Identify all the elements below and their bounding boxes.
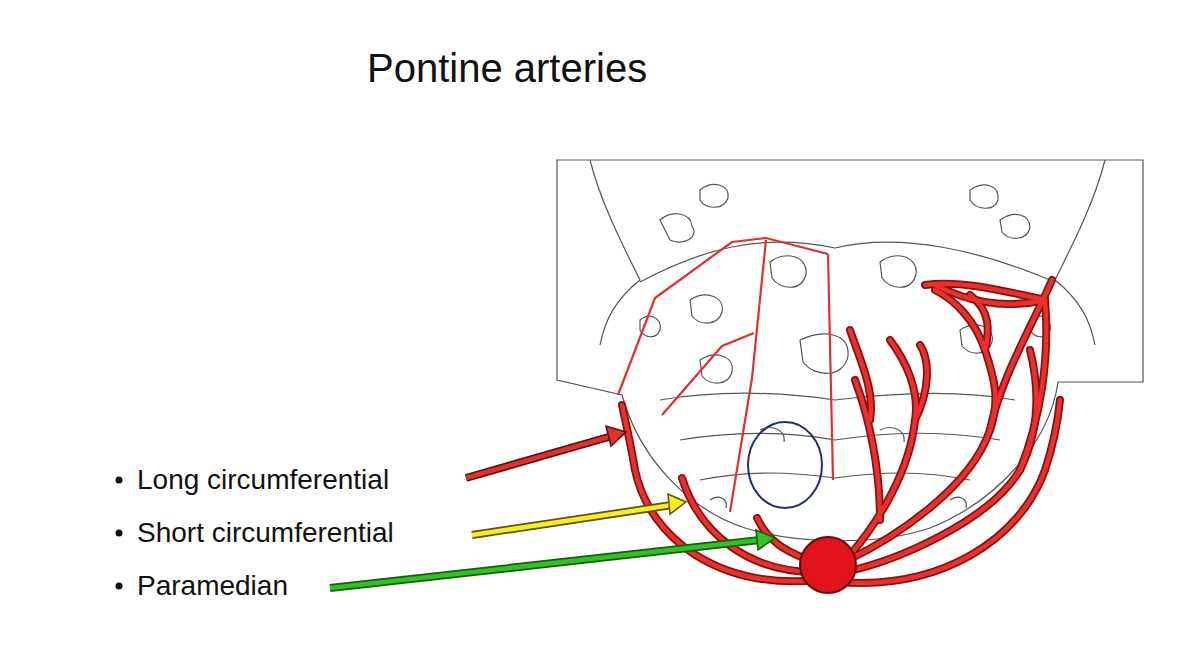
slide-title: Pontine arteries xyxy=(367,44,647,92)
red-arrow xyxy=(466,426,626,478)
artery-label: Long circumferential xyxy=(137,463,389,497)
territory-lines xyxy=(618,238,833,512)
artery-label: Short circumferential xyxy=(137,516,394,550)
basilar-artery xyxy=(800,537,856,593)
yellow-arrow xyxy=(472,494,686,535)
artery-label: Paramedian xyxy=(137,569,288,603)
nucleus-outline xyxy=(748,422,822,508)
brainstem-outline xyxy=(557,160,1143,541)
green-arrow xyxy=(330,530,775,588)
pointer-arrows xyxy=(330,426,775,588)
pontine-arteries xyxy=(622,280,1060,583)
bullets xyxy=(116,477,123,590)
